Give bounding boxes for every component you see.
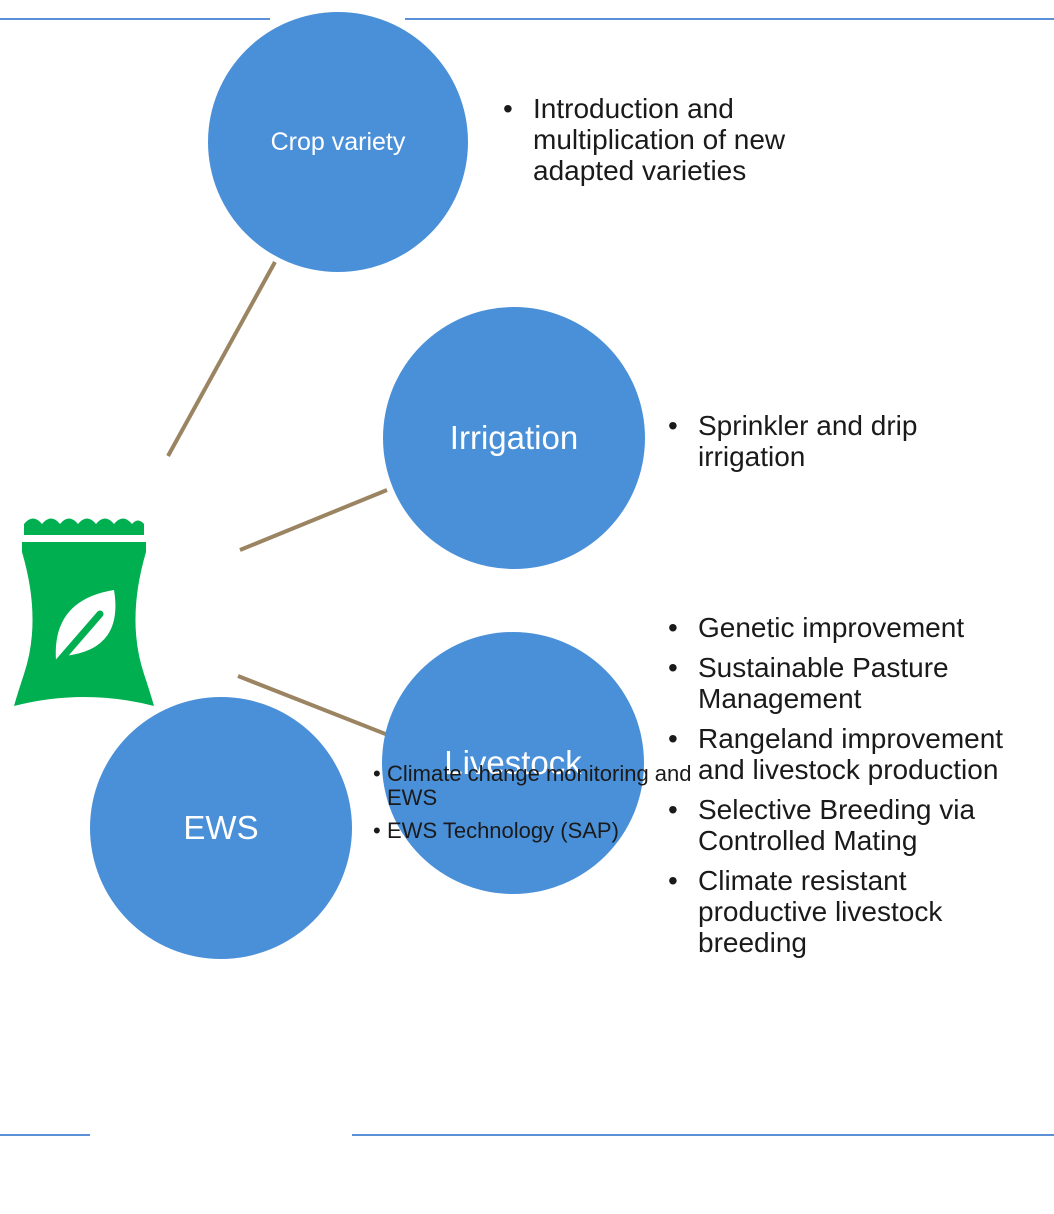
connector-irrigation: [239, 488, 388, 552]
ews-list: Climate change monitoring and EWS EWS Te…: [373, 762, 773, 852]
top-rule-right: [405, 18, 1054, 20]
list-item: Climate change monitoring and EWS: [373, 762, 732, 810]
node-crop-variety: Crop variety: [208, 12, 468, 272]
connector-livestock: [237, 674, 389, 737]
node-label: Irrigation: [449, 419, 579, 456]
seed-bag-leaf-icon: [14, 518, 154, 706]
list-item: Climate resistant productive livestock b…: [668, 865, 998, 958]
irrigation-list: Sprinkler and drip irrigation: [668, 410, 998, 481]
top-rule-left: [0, 18, 270, 20]
list-item: Genetic improvement: [668, 612, 1048, 643]
list-item: Sustainable Pasture Management: [668, 652, 968, 714]
connector-crop-variety: [166, 261, 277, 457]
node-irrigation: Irrigation: [383, 307, 645, 569]
node-ews: EWS: [90, 697, 352, 959]
livestock-list: Genetic improvement Sustainable Pasture …: [668, 612, 1048, 967]
list-item: EWS Technology (SAP): [373, 819, 773, 844]
crop-variety-list: Introduction and multiplication of new a…: [503, 93, 833, 195]
node-label: EWS: [183, 809, 259, 846]
list-item: Sprinkler and drip irrigation: [668, 410, 998, 472]
bottom-rule-right: [352, 1134, 1054, 1136]
list-item: Introduction and multiplication of new a…: [503, 93, 833, 186]
bottom-rule-left: [0, 1134, 90, 1136]
node-label: Crop variety: [270, 127, 406, 156]
list-item: Rangeland improvement and livestock prod…: [668, 723, 1048, 785]
